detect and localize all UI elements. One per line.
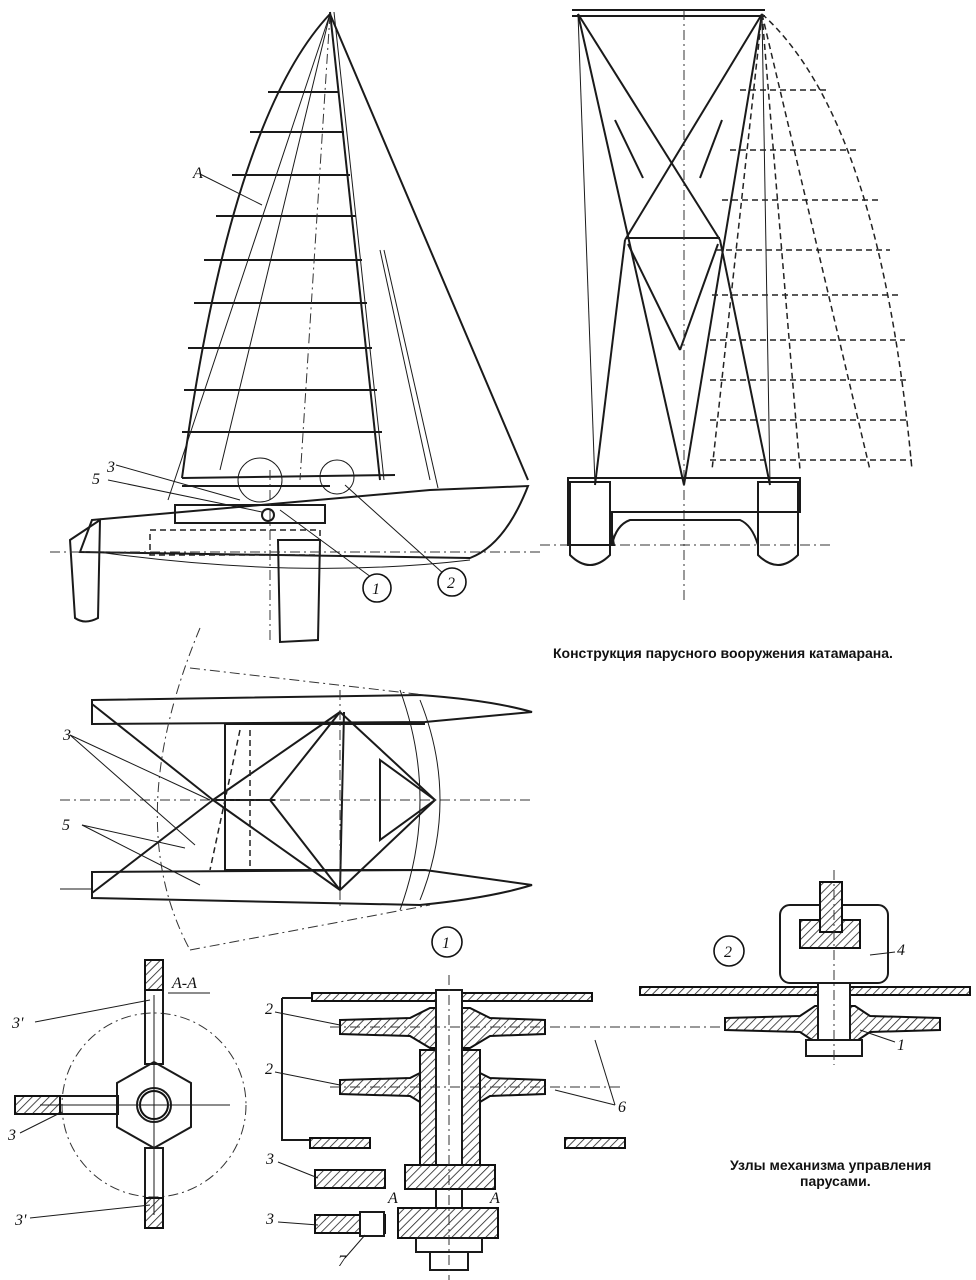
- right-mast: [683, 13, 763, 486]
- callout-3p-top: 3': [11, 1015, 24, 1032]
- node-2-title: 2: [724, 944, 732, 961]
- sail-section-lines: [710, 89, 912, 461]
- callout-2-b: 2: [265, 1061, 273, 1078]
- rig-caption: Конструкция парусного вооружения катамар…: [553, 645, 893, 661]
- node-2-detail: 4 1: [639, 870, 971, 1065]
- front-view: Конструкция парусного вооружения катамар…: [540, 9, 913, 661]
- top-view: 3 5: [60, 627, 533, 951]
- callout-3-section: 3: [7, 1127, 16, 1144]
- label-a-side: А: [192, 165, 203, 182]
- callout-2-a: 2: [265, 1001, 273, 1018]
- daggerboard: [276, 539, 322, 644]
- main-sail-leech: [181, 13, 331, 479]
- forestay: [329, 13, 529, 481]
- node-1-marker: [237, 457, 283, 503]
- left-hull: [569, 481, 611, 566]
- rudder: [68, 518, 102, 623]
- section-label: А-А: [171, 975, 197, 992]
- callout-6: 6: [618, 1099, 626, 1116]
- callout-3-n1a: 3: [265, 1151, 274, 1168]
- node-1-title: 1: [442, 935, 450, 952]
- callout-3-n1b: 3: [265, 1211, 274, 1228]
- callout-5-top: 5: [62, 817, 70, 834]
- nodes-caption-1: Узлы механизма управления: [730, 1157, 931, 1173]
- node-2-marker: [319, 459, 355, 495]
- section-a-a: А-А 3' 3 3': [7, 959, 247, 1229]
- right-hull: [757, 481, 799, 566]
- nodes-caption-2: парусами.: [800, 1173, 871, 1189]
- callout-3p-bottom: 3': [14, 1212, 27, 1229]
- callout-3-top: 3: [62, 727, 71, 744]
- section-mark-left: А: [387, 1190, 398, 1207]
- callout-7: 7: [338, 1253, 347, 1270]
- top-hull-upper: [91, 693, 533, 726]
- side-view: 3 5 А 1 2: [50, 11, 540, 644]
- section-mark-right: А: [489, 1190, 500, 1207]
- callout-5-side: 5: [92, 471, 100, 488]
- callout-node-1: 1: [372, 581, 380, 598]
- callout-4: 4: [897, 942, 905, 959]
- node-1-detail: 2 2 3 3 6 7 А А: [265, 975, 720, 1280]
- mast: [329, 11, 381, 481]
- callout-3-side: 3: [106, 459, 115, 476]
- callout-1-n2: 1: [897, 1037, 905, 1054]
- hull: [78, 484, 530, 560]
- callout-node-2: 2: [447, 575, 455, 592]
- sail-battens: [182, 91, 382, 433]
- top-hull-lower: [91, 868, 533, 907]
